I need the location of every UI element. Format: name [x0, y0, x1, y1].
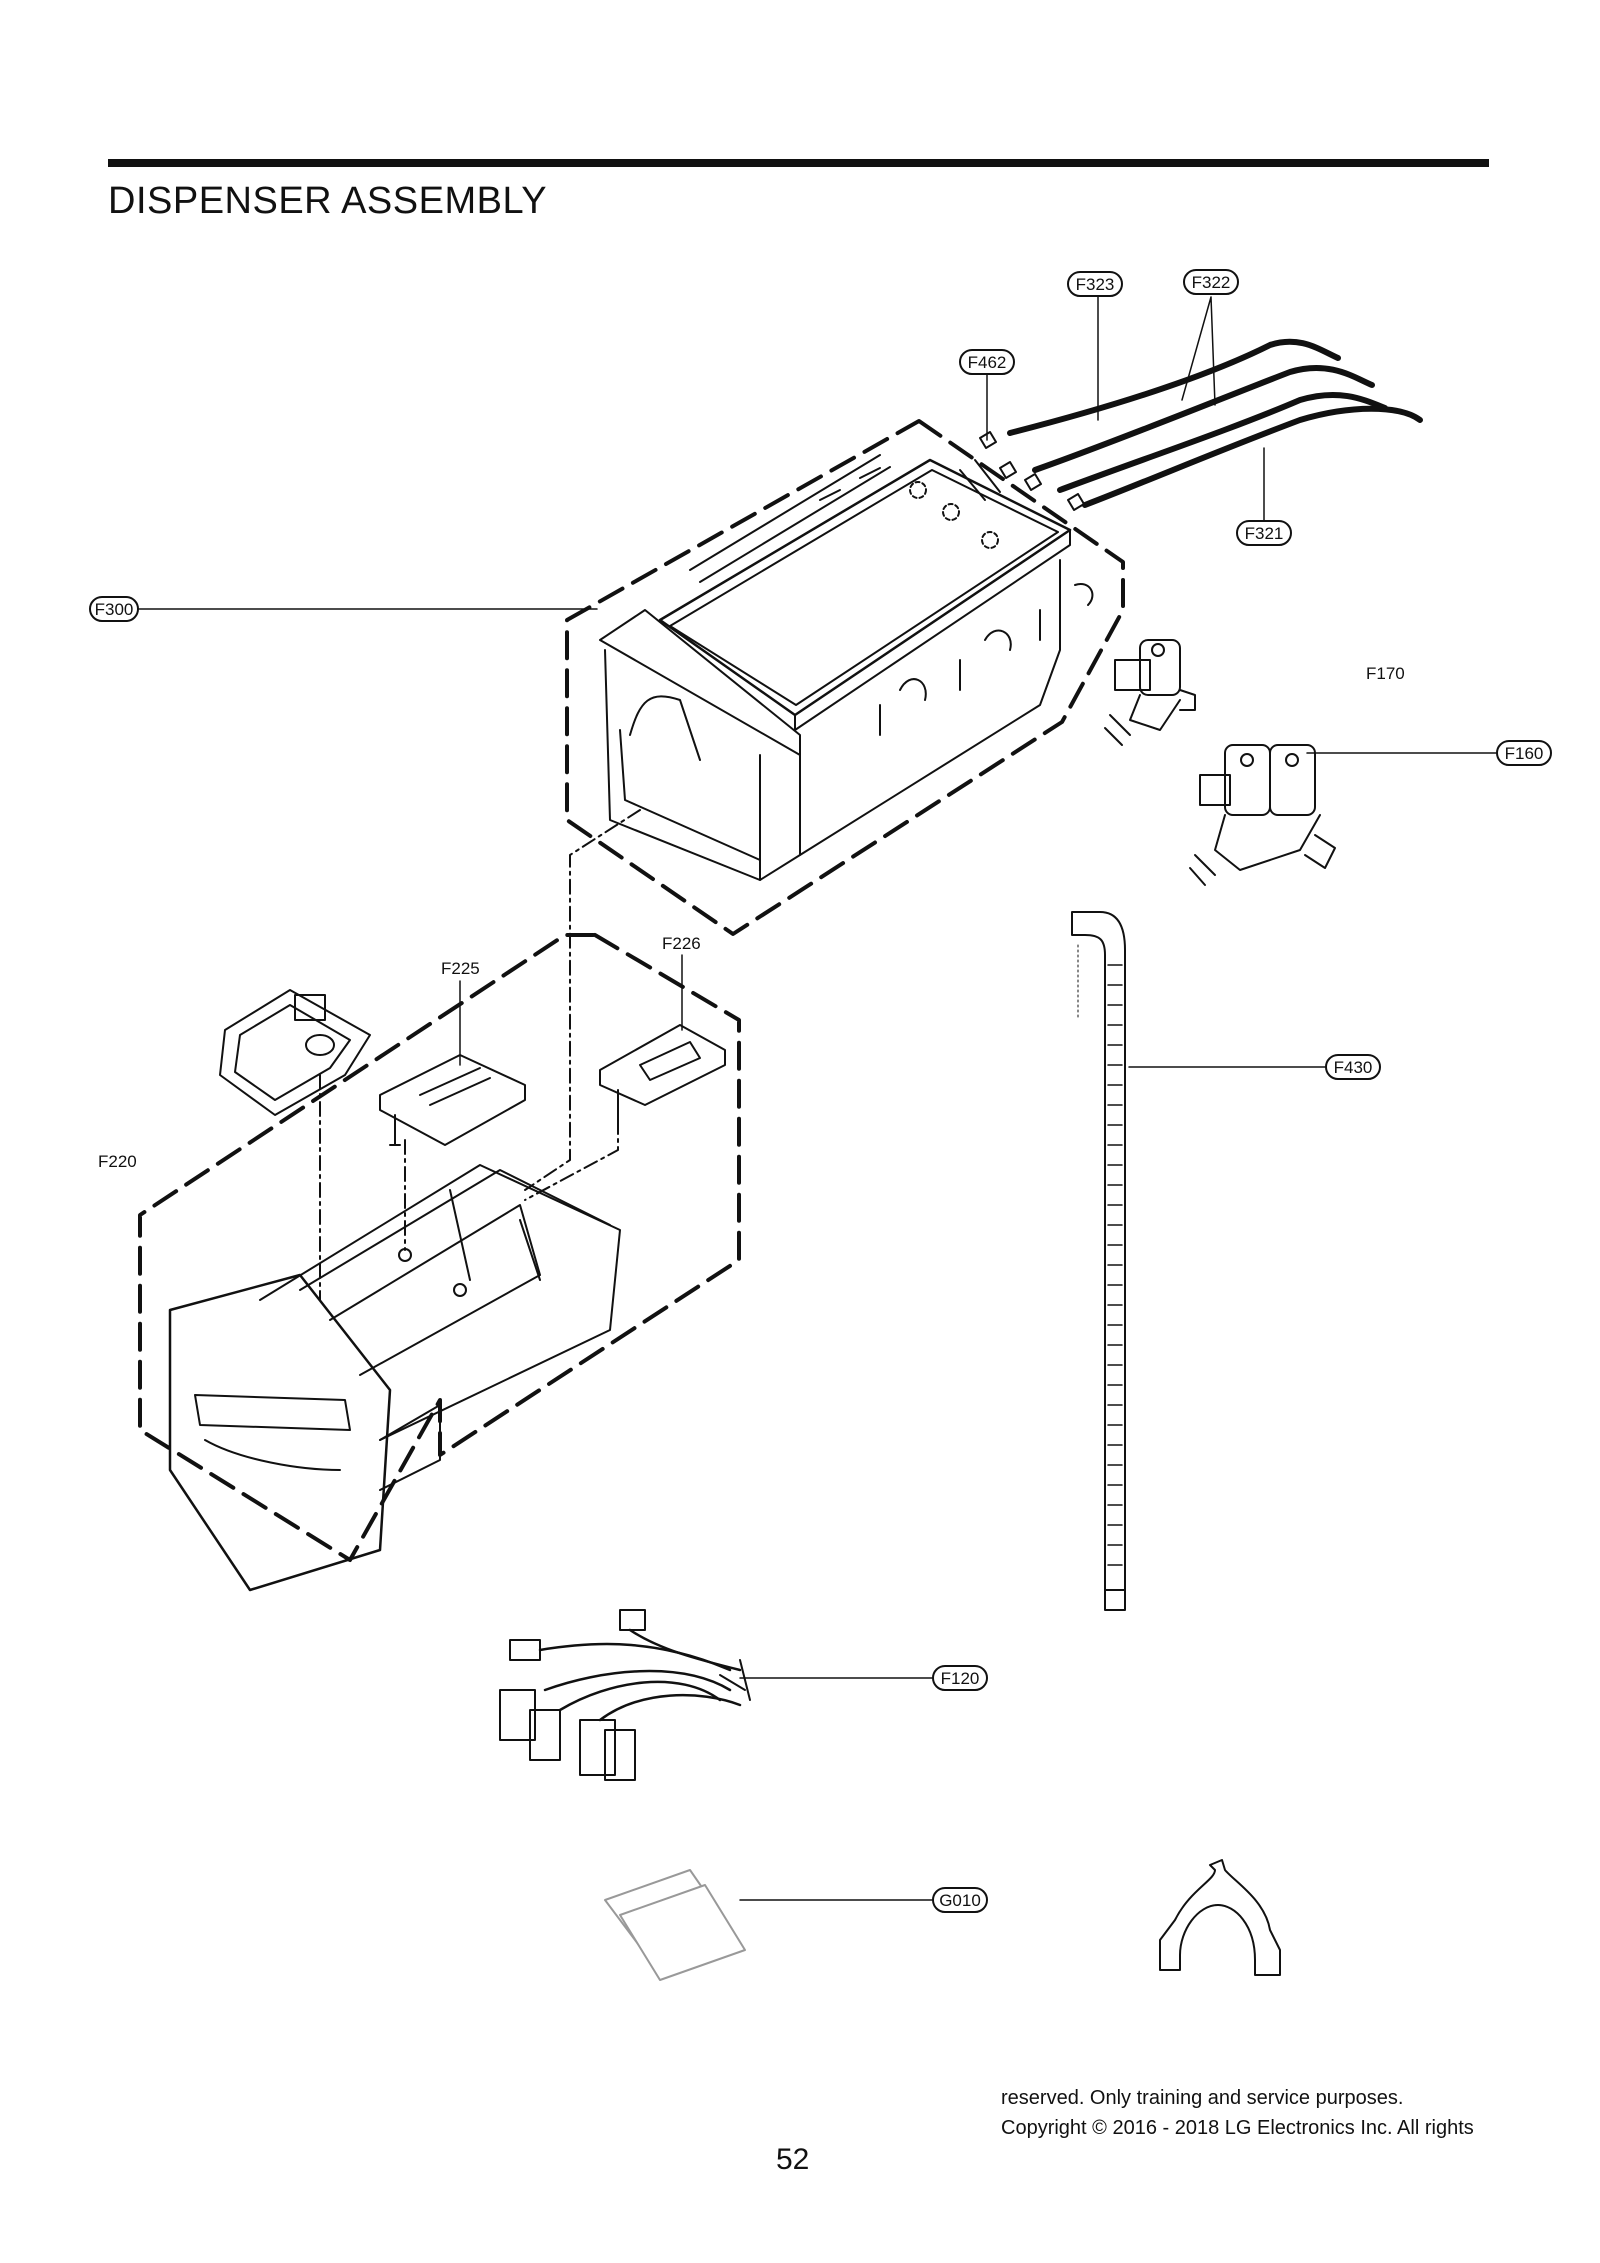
callout-F430: F430 [1325, 1054, 1381, 1080]
callout-F323: F323 [1067, 271, 1123, 297]
page-number: 52 [776, 2143, 810, 2176]
callout-F321: F321 [1236, 520, 1292, 546]
hose-bracket-part [1159, 1859, 1281, 1976]
siphon-cap-f225-part [379, 1054, 526, 1146]
callout-G010: G010 [932, 1887, 988, 1913]
wire-harness-part [499, 1609, 751, 1781]
svg-text:F321: F321 [1245, 524, 1284, 543]
siphon-cap-f226-part [599, 1024, 726, 1121]
header-rule [108, 159, 1489, 167]
callout-F170: F170 [1366, 664, 1405, 683]
svg-text:G010: G010 [939, 1891, 981, 1910]
svg-text:F462: F462 [968, 353, 1007, 372]
hose-bundle-part [1007, 338, 1423, 508]
svg-text:F323: F323 [1076, 275, 1115, 294]
callout-F220: F220 [98, 1152, 137, 1171]
callout-F322: F322 [1183, 269, 1239, 295]
drain-hose-part [1071, 911, 1126, 1611]
copyright-line-1: reserved. Only training and service purp… [1001, 2087, 1404, 2109]
softener-cap-part [219, 989, 371, 1116]
copyright-line-2: Copyright © 2016 - 2018 LG Electronics I… [1001, 2117, 1474, 2139]
svg-text:F120: F120 [941, 1669, 980, 1688]
callout-F462: F462 [959, 349, 1015, 375]
callout-F225: F225 [441, 959, 480, 978]
callout-F160: F160 [1496, 740, 1552, 766]
inlet-valve-single-part [1104, 639, 1196, 746]
svg-text:F300: F300 [95, 600, 134, 619]
dispenser-housing-part [565, 419, 1125, 936]
sheet-pad-part [604, 1869, 746, 1981]
dispenser-drawer-part [138, 933, 741, 1592]
inlet-valve-double-part [1189, 744, 1336, 886]
svg-text:F160: F160 [1505, 744, 1544, 763]
assembly-guide-lines [319, 809, 641, 1301]
callout-F120: F120 [932, 1665, 988, 1691]
callout-F300: F300 [89, 596, 139, 622]
leader-lines [136, 296, 1498, 1901]
svg-text:F322: F322 [1192, 273, 1231, 292]
hose-clamps-part [979, 431, 1085, 511]
svg-text:F430: F430 [1334, 1058, 1373, 1077]
callout-F226: F226 [662, 934, 701, 953]
page-title: DISPENSER ASSEMBLY [108, 180, 548, 222]
